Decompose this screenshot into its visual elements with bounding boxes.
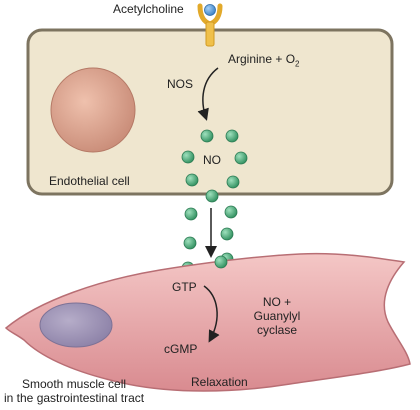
relaxation-label: Relaxation <box>191 375 248 389</box>
no-molecule-icon <box>220 227 234 241</box>
endothelial-cell-label: Endothelial cell <box>49 174 130 188</box>
no-molecule-icon <box>200 129 214 143</box>
smooth-muscle-nucleus <box>39 302 113 348</box>
no-molecules-endothelial <box>181 129 248 203</box>
no-molecule-icon <box>224 205 238 219</box>
no-molecule-icon <box>181 150 195 164</box>
gtp-to-cgmp-arrow <box>203 285 220 343</box>
nos-reaction-arrow <box>197 67 219 121</box>
gtp-label: GTP <box>172 280 197 294</box>
no-molecule-icon <box>226 175 240 189</box>
no-molecule-icon <box>225 129 239 143</box>
no-guanylyl-cyclase-label: NO + Guanylyl cyclase <box>253 295 301 337</box>
no-molecule-icon <box>214 255 228 269</box>
no-molecule-icon <box>184 207 198 221</box>
smooth-muscle-cell <box>4 252 411 392</box>
cgmp-label: cGMP <box>164 342 198 356</box>
no-molecule-icon <box>234 151 248 165</box>
acetylcholine-label: Acetylcholine <box>113 2 184 16</box>
nos-label: NOS <box>167 77 194 91</box>
receptor-icon <box>197 3 223 47</box>
no-molecule-icon <box>183 236 197 250</box>
no-molecule-icon <box>205 189 219 203</box>
no-molecule-icon <box>185 173 199 187</box>
smooth-muscle-cell-label: Smooth muscle cell in the gastrointestin… <box>4 377 145 405</box>
arginine-o2-label: Arginine + O2 <box>228 52 300 69</box>
endothelial-nucleus <box>50 67 136 153</box>
no-label: NO <box>203 153 221 167</box>
acetylcholine-ligand-icon <box>204 4 216 16</box>
